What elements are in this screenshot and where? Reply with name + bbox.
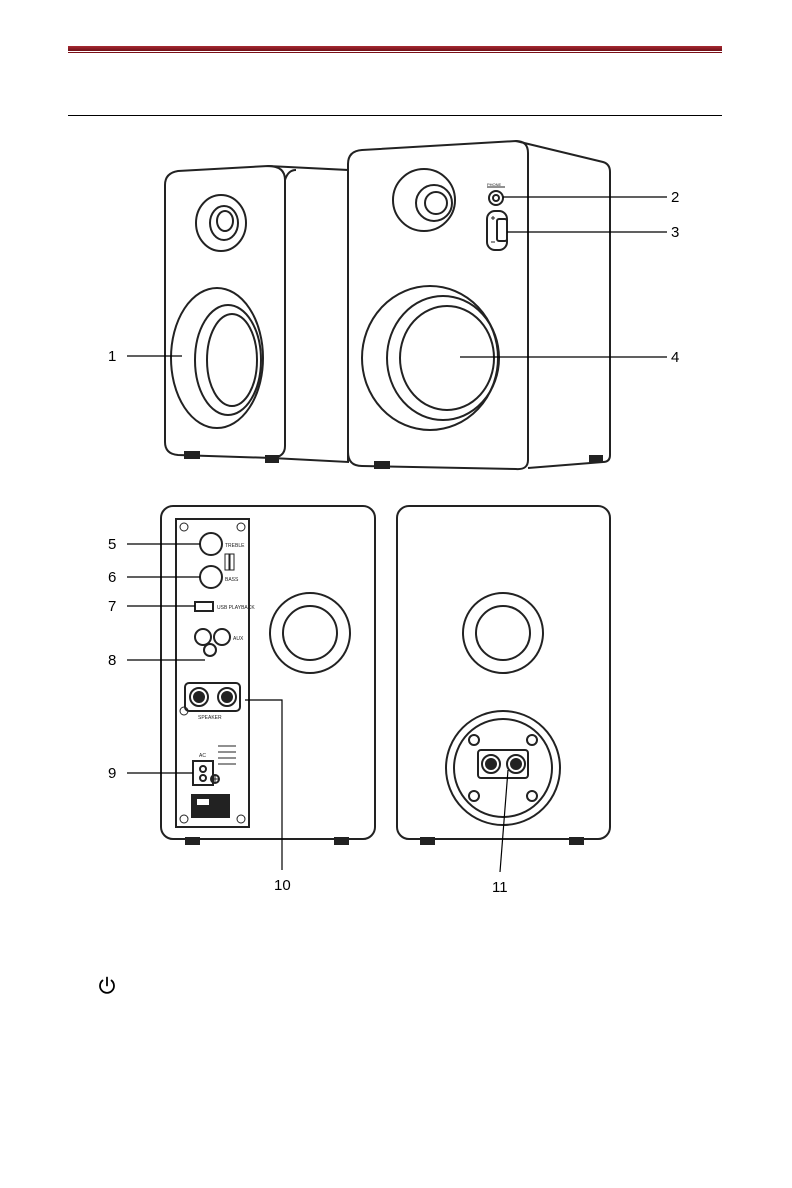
callout-7: 7 bbox=[108, 598, 116, 615]
left-speaker-front bbox=[165, 166, 348, 462]
power-icon bbox=[96, 975, 118, 997]
active-speaker-rear bbox=[161, 506, 375, 844]
label-usb-playback: USB PLAYBACK bbox=[217, 605, 255, 611]
callout-10: 10 bbox=[274, 877, 291, 894]
right-speaker-front bbox=[348, 141, 610, 469]
label-bass: BASS bbox=[225, 577, 239, 583]
callout-3: 3 bbox=[671, 224, 679, 241]
callout-8: 8 bbox=[108, 652, 116, 669]
callout-9: 9 bbox=[108, 765, 116, 782]
front-leader-lines bbox=[127, 197, 667, 357]
callout-5: 5 bbox=[108, 536, 116, 553]
callout-1: 1 bbox=[108, 348, 116, 365]
label-speaker: SPEAKER bbox=[198, 715, 222, 721]
label-treble: TREBLE bbox=[225, 543, 245, 549]
callout-2: 2 bbox=[671, 189, 679, 206]
callout-6: 6 bbox=[108, 569, 116, 586]
callout-11: 11 bbox=[492, 879, 508, 896]
label-aux: AUX bbox=[233, 636, 244, 642]
passive-speaker-rear bbox=[397, 506, 610, 844]
label-ac: AC bbox=[199, 753, 206, 759]
label-phone: PHONE bbox=[487, 182, 502, 187]
callout-4: 4 bbox=[671, 349, 679, 366]
